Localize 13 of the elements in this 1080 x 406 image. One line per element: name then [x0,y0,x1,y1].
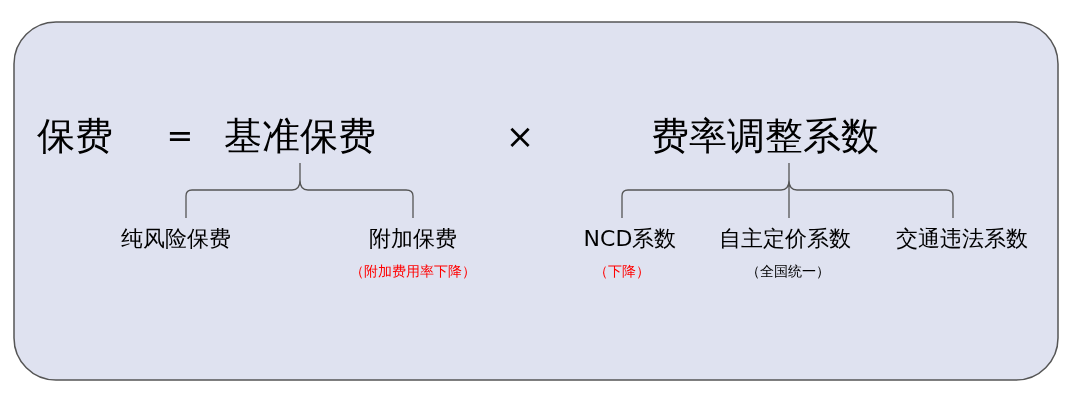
formula-term: 费率调整系数 [651,116,879,158]
equals-sign: = [166,119,194,155]
formula-term: 基准保费 [224,116,376,158]
note-text: （全国统一） [746,264,830,280]
component-term: 交通违法系数 [896,226,1028,252]
note-text: （附加费用率下降） [350,264,476,280]
formula-term: 保费 [37,116,113,158]
component-term: 纯风险保费 [121,226,231,252]
note-text: （下降） [594,264,650,280]
component-term: 附加保费 [369,226,457,252]
multiplication-sign: × [505,118,535,156]
component-term: NCD系数 [583,226,677,252]
component-term: 自主定价系数 [719,226,851,252]
